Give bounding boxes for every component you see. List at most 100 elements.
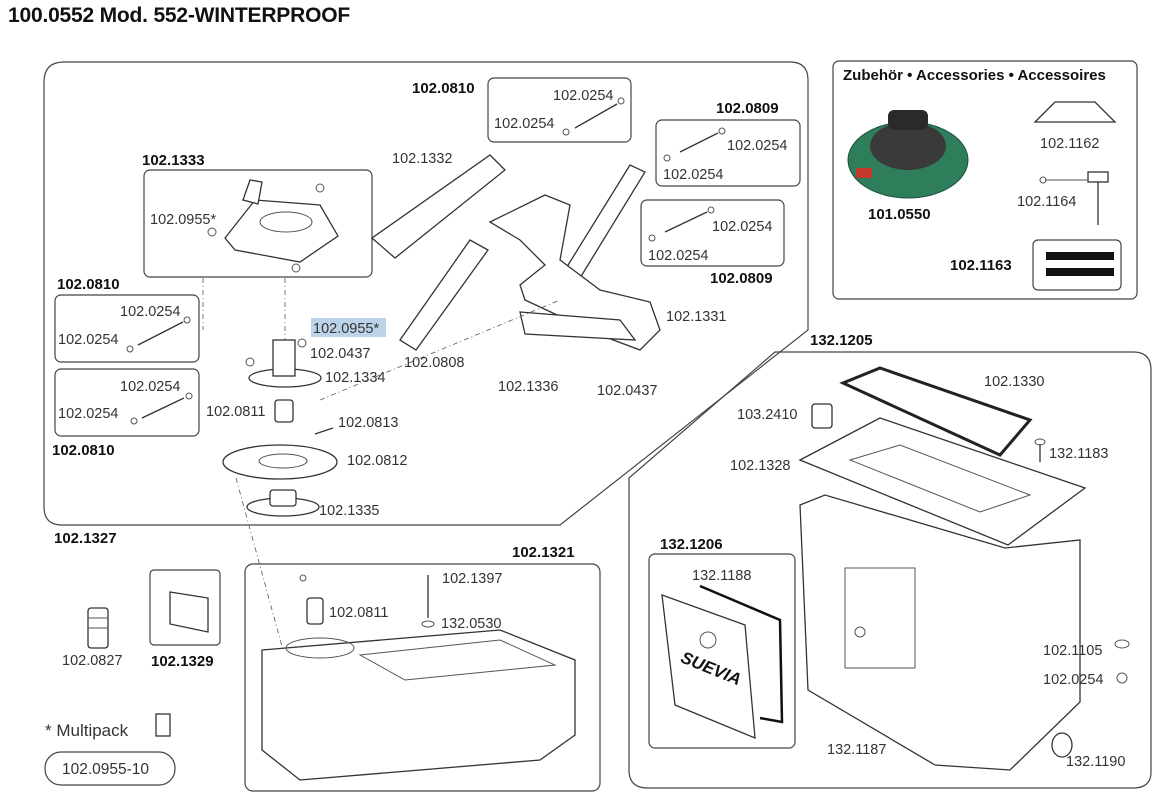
label-rod3-bottom: 102.0254 [494,116,554,132]
assembly-panel-housing [628,351,1152,789]
label-132-0530: 132.0530 [441,616,501,632]
label-102-1162: 102.1162 [1040,136,1099,152]
door-lock-icon [699,631,717,649]
label-102-1163: 102.1163 [950,257,1012,274]
group-box-rod-3 [487,77,632,143]
label-rod1-top: 102.0254 [120,304,180,320]
part-base-102-1335 [246,489,320,517]
accessory-102-1163-stripe-2 [1046,268,1114,276]
label-102-0811-b: 102.0811 [329,605,388,621]
accessory-101-0550 [847,110,969,199]
basin-opening [285,637,355,659]
label-102-1332: 102.1332 [392,151,452,167]
label-101-0550: 101.0550 [868,206,931,223]
part-screw-132-1183 [1034,438,1046,462]
label-rod4-top: 102.0254 [727,138,787,154]
part-gasket-102-1330 [839,366,1033,457]
multipack-note: * Multipack [45,721,129,740]
part-pedal-102-1331 [488,194,661,351]
label-102-0812: 102.0812 [347,453,407,469]
accessory-102-1163-box [1032,239,1122,291]
page-title: 100.0552 Mod. 552-WINTERPROOF [8,4,350,27]
accessory-102-1162 [1033,101,1117,123]
part-lid-102-1328 [798,417,1087,546]
selected-part-highlight [311,318,386,337]
label-102-0811-a: 102.0811 [206,404,265,420]
label-132-1206: 132.1206 [660,536,723,553]
label-102-0437-b: 102.0437 [597,383,657,399]
accessories-box [832,60,1138,300]
label-102-0809-b: 102.0809 [710,270,773,287]
accessory-102-1164 [1039,171,1109,225]
part-cap-103-2410 [811,403,833,429]
alignment-line-4 [319,299,561,401]
label-102-0810-a: 102.0810 [57,276,120,293]
accessory-102-1163-stripe-1 [1046,252,1114,260]
group-box-102-1321 [244,563,601,792]
part-plate-102-1332 [370,154,506,259]
label-102-1105: 102.1105 [1043,643,1102,659]
group-box-132-1206 [648,553,796,749]
part-bar-102-1336 [519,311,637,341]
part-housing-132-1187 [799,494,1081,771]
label-102-1329: 102.1329 [151,653,214,670]
group-box-rod-2 [54,368,200,437]
label-102-1397: 102.1397 [442,571,502,587]
part-bracket-102-1333 [207,179,339,273]
label-102-1331: 102.1331 [666,309,726,325]
group-box-rod-5 [640,199,785,267]
rod-pair-3 [562,97,625,136]
group-box-rod-1 [54,294,200,363]
rod-pair-4 [663,127,726,162]
label-102-0809-a: 102.0809 [716,100,779,117]
label-rod3-top: 102.0254 [553,88,613,104]
label-132-1205: 132.1205 [810,332,873,349]
label-102-0810-b: 102.0810 [52,442,115,459]
label-rod2-bottom: 102.0254 [58,406,118,422]
label-103-2410: 103.2410 [737,407,797,423]
label-102-0813: 102.0813 [338,415,398,431]
label-102-1321: 102.1321 [512,544,575,561]
label-102-0955-b: 102.0955* [313,321,379,337]
part-link-102-0808 [399,239,489,351]
group-box-rod-4 [655,119,801,187]
part-plug-132-1190 [1051,732,1073,758]
accessories-header: Zubehör • Accessories • Accessoires [843,67,1106,84]
alignment-line-3 [235,477,284,651]
part-fitting-102-0827 [87,607,109,649]
multipack-code-box [44,751,176,786]
group-box-102-1333 [143,169,373,278]
label-102-0827: 102.0827 [62,653,122,669]
multipack-code: 102.0955-10 [62,761,149,778]
part-pin-102-0813 [314,427,334,435]
label-102-1336: 102.1336 [498,379,558,395]
label-rod4-bottom: 102.0254 [663,167,723,183]
label-102-1328: 102.1328 [730,458,790,474]
label-102-0808: 102.0808 [404,355,464,371]
label-102-1327: 102.1327 [54,530,117,547]
part-nut-102-0254 [1116,672,1128,684]
label-132-1190: 132.1190 [1066,754,1125,770]
label-132-1183: 132.1183 [1049,446,1108,462]
label-102-0955-a: 102.0955* [150,212,216,228]
label-132-1187: 132.1187 [827,742,886,758]
label-102-0810-c: 102.0810 [412,80,475,97]
part-insert-102-0811-b [299,574,324,625]
rod-pair-5 [648,206,715,242]
label-rod5-top: 102.0254 [712,219,772,235]
group-box-102-1329 [149,569,221,646]
part-valve-102-1334 [245,338,322,388]
part-link-upper [564,164,646,279]
rod-pair-1 [126,316,191,353]
label-rod2-top: 102.0254 [120,379,180,395]
part-door-132-1206 [661,594,756,740]
part-diaphragm-102-0812 [222,444,338,480]
label-102-1335: 102.1335 [319,503,379,519]
part-basin-102-1321 [261,629,576,781]
label-102-1330: 102.1330 [984,374,1044,390]
multipack-icon [155,713,171,737]
label-102-1164: 102.1164 [1017,194,1076,210]
label-132-1188: 132.1188 [692,568,751,584]
part-seal-132-1188 [699,584,784,724]
